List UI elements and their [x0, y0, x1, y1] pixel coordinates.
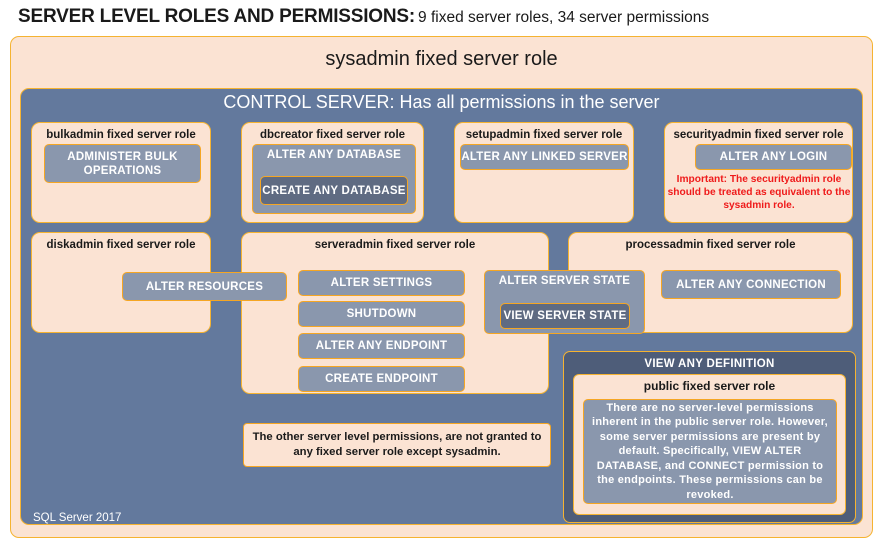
- other-permissions-note: The other server level permissions, are …: [243, 423, 551, 467]
- permission-alter-any-linked-server: ALTER ANY LINKED SERVER: [460, 144, 629, 170]
- permission-alter-any-connection: ALTER ANY CONNECTION: [661, 270, 841, 299]
- role-title-diskadmin: diskadmin fixed server role: [46, 239, 196, 251]
- role-title-bulkadmin: bulkadmin fixed server role: [46, 129, 196, 141]
- permission-view-any-definition: VIEW ANY DEFINITION: [644, 358, 775, 370]
- title-main-text: SERVER LEVEL ROLES AND PERMISSIONS:: [18, 6, 416, 27]
- permission-create-any-database: CREATE ANY DATABASE: [260, 176, 408, 205]
- role-title-securityadmin: securityadmin fixed server role: [673, 129, 844, 141]
- role-title-setupadmin: setupadmin fixed server role: [465, 129, 623, 141]
- permission-shutdown: SHUTDOWN: [298, 301, 465, 327]
- role-title-processadmin: processadmin fixed server role: [625, 239, 796, 251]
- role-card-setupadmin: setupadmin fixed server role: [454, 122, 634, 223]
- control-server-label: CONTROL SERVER: Has all permissions in t…: [223, 92, 660, 112]
- sql-version-label: SQL Server 2017: [33, 512, 122, 524]
- permission-alter-any-endpoint: ALTER ANY ENDPOINT: [298, 333, 465, 359]
- securityadmin-warning-text: Important: The securityadmin role should…: [667, 174, 851, 211]
- permission-alter-any-login: ALTER ANY LOGIN: [695, 144, 852, 170]
- permission-administer-bulk-operations: ADMINISTER BULK OPERATIONS: [44, 144, 201, 183]
- page-title: SERVER LEVEL ROLES AND PERMISSIONS:9 fix…: [18, 6, 868, 32]
- permission-alter-settings: ALTER SETTINGS: [298, 270, 465, 296]
- sysadmin-role-label: sysadmin fixed server role: [325, 48, 558, 70]
- permission-alter-resources: ALTER RESOURCES: [122, 272, 287, 301]
- role-card-securityadmin: securityadmin fixed server role: [664, 122, 853, 223]
- permission-create-endpoint: CREATE ENDPOINT: [298, 366, 465, 392]
- title-subtitle-text: 9 fixed server roles, 34 server permissi…: [418, 9, 710, 26]
- role-title-serveradmin: serveradmin fixed server role: [314, 239, 476, 251]
- role-title-public: public fixed server role: [643, 379, 776, 393]
- permission-view-server-state: VIEW SERVER STATE: [500, 303, 630, 329]
- role-title-dbcreator: dbcreator fixed server role: [259, 129, 406, 141]
- public-role-description: There are no server-level permissions in…: [583, 399, 837, 504]
